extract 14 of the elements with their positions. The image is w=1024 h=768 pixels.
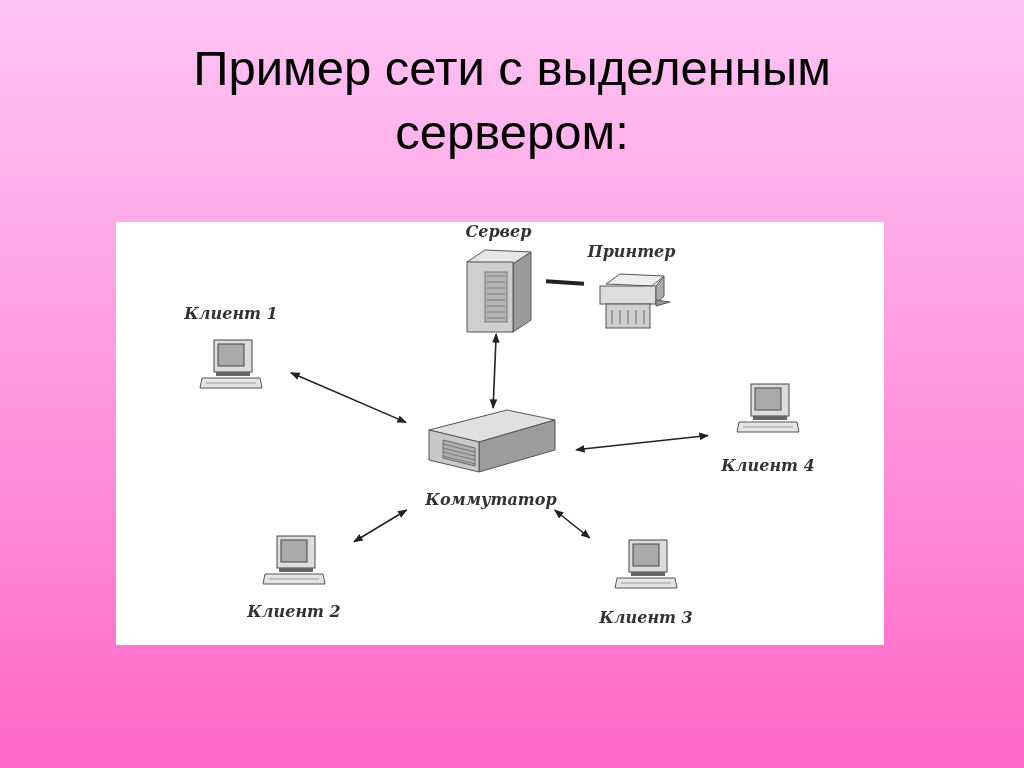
device-label: Клиент 4 <box>721 456 815 476</box>
device-label: Клиент 1 <box>184 304 278 324</box>
double-arrow <box>489 333 500 409</box>
device-label: Клиент 3 <box>599 608 693 628</box>
cable-line <box>545 279 585 286</box>
device-label: Коммутатор <box>425 490 557 510</box>
double-arrow <box>353 509 408 543</box>
device-label: Принтер <box>587 242 676 262</box>
device-label: Сервер <box>465 222 532 242</box>
slide-title: Пример сети с выделенным сервером: <box>192 40 832 161</box>
double-arrow <box>553 509 591 539</box>
device-label: Клиент 2 <box>247 602 341 622</box>
double-arrow <box>575 432 709 453</box>
double-arrow <box>290 372 407 424</box>
